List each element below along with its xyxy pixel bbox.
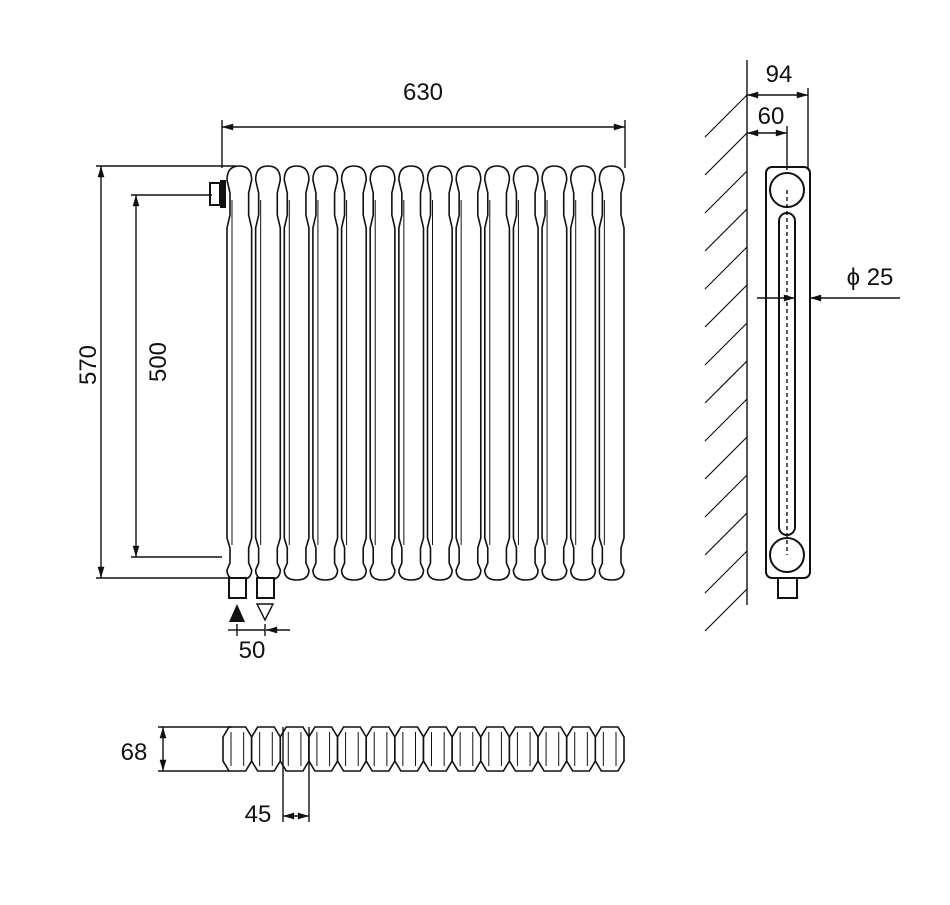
top-section — [222, 726, 253, 772]
radiator-column — [569, 165, 597, 581]
pipe-diameter-dimension: ϕ 25 — [757, 264, 900, 302]
flow-in-icon — [229, 604, 245, 622]
hatch-line — [704, 398, 748, 442]
section-pitch-label: 45 — [245, 801, 272, 828]
width-label: 630 — [403, 79, 443, 106]
top-section — [394, 726, 425, 772]
top-section — [250, 726, 282, 772]
top-section — [336, 726, 368, 772]
radiator-column — [426, 165, 453, 581]
radiator-column — [340, 165, 368, 581]
radiator-column — [483, 165, 511, 581]
side-view — [704, 60, 811, 632]
valve-plug-icon — [209, 180, 226, 208]
depth-dimension: 94 — [747, 61, 809, 170]
wall-hatching — [704, 94, 748, 632]
hatch-line — [704, 284, 748, 328]
connection-pipes — [228, 577, 275, 599]
hatch-line — [704, 170, 748, 214]
height-label: 570 — [75, 345, 102, 385]
wall-offset-label: 60 — [758, 103, 785, 130]
hatch-line — [704, 132, 748, 176]
hatch-line — [704, 436, 748, 480]
top-section — [422, 726, 453, 772]
depth-label: 94 — [766, 61, 793, 88]
pipe-diameter-label: ϕ 25 — [847, 264, 894, 291]
top-section — [594, 726, 625, 772]
radiator-column — [312, 165, 339, 581]
connection-spacing-label: 50 — [239, 637, 266, 664]
top-depth-dimension: 68 — [121, 726, 232, 772]
top-section — [479, 726, 511, 772]
top-section — [451, 726, 482, 772]
wall-offset-dimension: 60 — [747, 103, 788, 170]
section-pitch-dimension: 45 — [245, 727, 310, 828]
radiator-column — [369, 165, 396, 581]
radiator-column — [254, 165, 282, 581]
side-pipe — [777, 577, 798, 599]
top-section — [508, 726, 539, 772]
axis-distance-dimension: 500 — [131, 194, 222, 558]
top-section — [537, 726, 568, 772]
top-section — [279, 726, 310, 772]
front-view — [226, 165, 625, 581]
flow-out-icon — [255, 603, 275, 622]
radiator-column — [398, 165, 425, 581]
top-section — [365, 726, 396, 772]
top-section — [308, 726, 339, 772]
connection-spacing-dimension: 50 — [228, 624, 290, 664]
hatch-line — [704, 360, 748, 404]
hatch-line — [704, 512, 748, 556]
radiator-column — [512, 165, 539, 581]
radiator-column — [226, 165, 253, 581]
axis-distance-label: 500 — [145, 342, 172, 382]
top-view — [222, 726, 625, 772]
hatch-line — [704, 94, 748, 138]
radiator-column — [598, 165, 625, 581]
hatch-line — [704, 550, 748, 594]
radiator-column — [283, 165, 310, 581]
radiator-column — [455, 165, 482, 581]
hatch-line — [704, 208, 748, 252]
hatch-line — [704, 322, 748, 366]
top-section — [565, 726, 597, 772]
hatch-line — [704, 246, 748, 290]
hatch-line — [704, 588, 748, 632]
top-depth-label: 68 — [121, 739, 148, 766]
hatch-line — [704, 474, 748, 518]
height-dimension: 570 — [75, 165, 236, 579]
width-dimension: 630 — [221, 79, 626, 168]
radiator-column — [541, 165, 568, 581]
